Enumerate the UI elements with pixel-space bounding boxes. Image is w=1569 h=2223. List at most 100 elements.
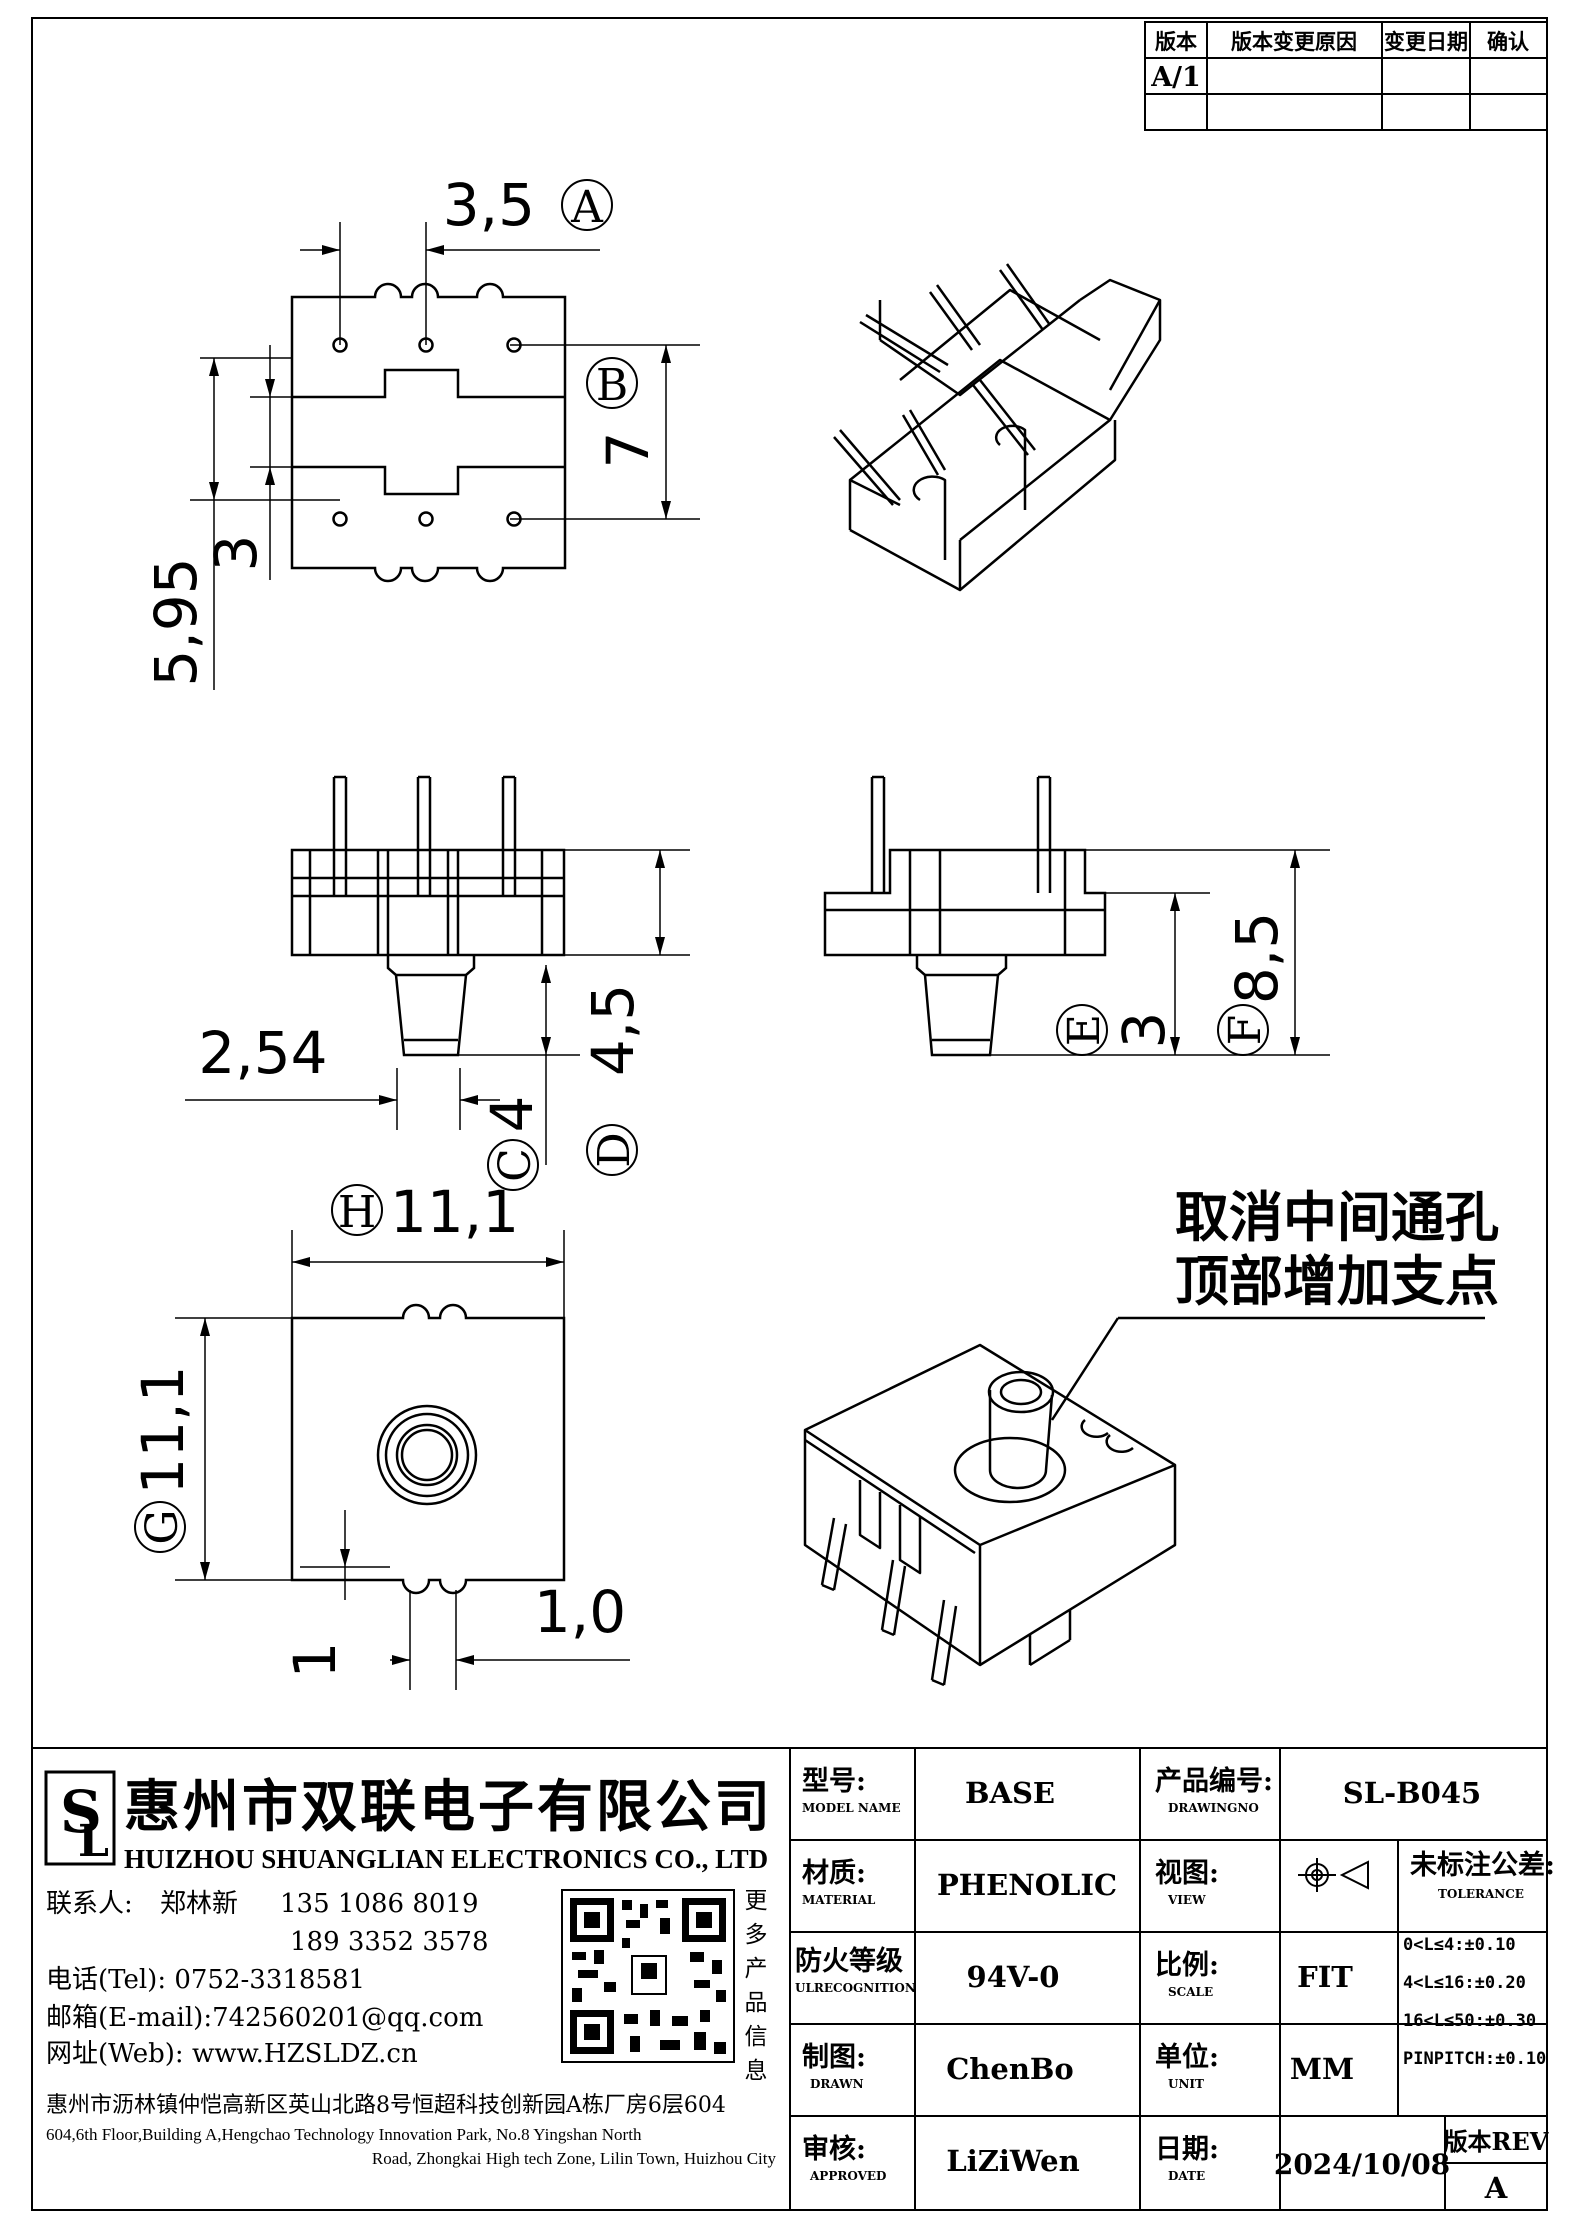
date-value: 2024/10/08	[1274, 2148, 1450, 2181]
dim-a-tag-circle	[561, 179, 613, 231]
tolerance-row-1: 0<L≤4:±0.10	[1403, 1935, 1516, 1955]
top-view	[290, 282, 567, 583]
dim-b-tag-circle	[586, 357, 638, 409]
model-label: 型号:	[802, 1766, 866, 1797]
contact-label: 联系人:	[46, 1889, 133, 1919]
dim-e-tag-circle	[1056, 1004, 1108, 1056]
dim-h-value: 11,1	[390, 1178, 519, 1246]
unit-label: 单位:	[1155, 2041, 1219, 2073]
contact-phone-1: 135 1086 8019	[280, 1889, 479, 1919]
fire-label: 防火等级	[795, 1945, 903, 1977]
dim-e-value: 3	[1110, 1012, 1178, 1049]
projection-symbol	[1298, 1858, 1369, 1892]
rev-header-confirm: 确认	[1487, 29, 1529, 54]
bottom-view	[290, 1303, 566, 1595]
more-info-char-4: 品	[745, 1990, 768, 2016]
dim-d-value: 4,5	[579, 984, 647, 1076]
rev-header-date: 变更日期	[1384, 29, 1468, 54]
material-value: PHENOLIC	[937, 1868, 1117, 1902]
dim-pin-pitch-value: 2,54	[198, 1019, 327, 1087]
tolerance-sub: TOLERANCE	[1438, 1887, 1524, 1901]
drawn-sub: DRAWN	[810, 2077, 864, 2091]
scale-value: FIT	[1297, 1960, 1353, 1994]
dim-g-value: 11,1	[129, 1365, 197, 1494]
dim-f-value: 8,5	[1223, 912, 1291, 1004]
dim-b-tag: B	[596, 360, 628, 411]
more-info-char-5: 信	[745, 2024, 768, 2050]
material-sub: MATERIAL	[802, 1893, 876, 1907]
rev-value: A	[1484, 2171, 1508, 2205]
dim-notch-w-value: 1,0	[534, 1578, 626, 1646]
dim-g-tag: G	[137, 1509, 188, 1544]
dim-g-tag-circle	[134, 1501, 186, 1553]
drawing-value: SL-B045	[1343, 1776, 1481, 1810]
dim-c-value: 4	[478, 1096, 546, 1133]
dim-f-tag-circle	[1217, 1004, 1269, 1056]
drawing-sub: DRAWINGNO	[1168, 1801, 1259, 1815]
contact-tel: 电话(Tel): 0752-3318581	[46, 1965, 365, 1995]
dim-a-value: 3,5	[443, 171, 535, 239]
bottom-view-arrows	[200, 1257, 564, 1665]
view-label: 视图:	[1155, 1858, 1219, 1889]
company-name-en: HUIZHOU SHUANGLIAN ELECTRONICS CO., LTD	[124, 1844, 768, 1874]
fire-value: 94V-0	[967, 1960, 1060, 1994]
tolerance-label: 未标注公差:	[1410, 1849, 1555, 1881]
material-label: 材质:	[802, 1858, 866, 1889]
model-sub: MODEL NAME	[802, 1801, 901, 1815]
more-info-char-3: 产	[745, 1956, 768, 1982]
side-view-dimensions	[990, 849, 1330, 1056]
isometric-top-view	[833, 263, 1162, 592]
dim-a-tag: A	[570, 182, 604, 233]
more-info-char-2: 多	[745, 1922, 768, 1948]
dim-c-tag-circle	[487, 1139, 539, 1191]
dim-b-value: 7	[594, 432, 662, 469]
address-en-2: Road, Zhongkai High tech Zone, Lilin Tow…	[372, 2149, 777, 2168]
revision-table	[1144, 21, 1548, 131]
dim-pitch-value: 5,95	[142, 557, 210, 686]
title-block-frame	[32, 1747, 1547, 2210]
svg-text:L: L	[78, 1816, 109, 1867]
model-value: BASE	[965, 1776, 1055, 1810]
note-line-2: 顶部增加支点	[1175, 1250, 1499, 1313]
rev-label: 版本REV	[1444, 2127, 1549, 2156]
date-sub: DATE	[1168, 2169, 1205, 2183]
tolerance-row-2: 4<L≤16:±0.20	[1403, 1973, 1526, 1993]
contact-name: 郑林新	[160, 1889, 238, 1919]
dim-f-tag: F	[1220, 1015, 1271, 1046]
approved-label: 审核:	[802, 2133, 866, 2165]
address-en-1: 604,6th Floor,Building A,Hengchao Techno…	[46, 2125, 642, 2144]
rev-header-version: 版本	[1155, 29, 1197, 54]
dim-e-tag: E	[1059, 1014, 1110, 1046]
dim-h-tag: H	[338, 1187, 376, 1238]
drawn-label: 制图:	[802, 2042, 866, 2073]
more-info-char-1: 更	[745, 1888, 768, 1914]
drawn-value: ChenBo	[946, 2052, 1074, 2086]
view-sub: VIEW	[1167, 1893, 1206, 1907]
unit-value: MM	[1290, 2052, 1354, 2086]
front-view-arrows	[379, 850, 665, 1105]
qr-code	[561, 1889, 735, 2063]
note-line-1: 取消中间通孔	[1175, 1186, 1499, 1249]
company-name-cn: 惠州市双联电子有限公司	[124, 1774, 773, 1840]
note-leader	[1050, 1316, 1485, 1421]
rev-row-version: A/1	[1150, 62, 1201, 93]
dim-slot-value: 3	[202, 535, 270, 572]
dim-d-tag-circle	[586, 1124, 638, 1176]
tolerance-row-4: PINPITCH:±0.10	[1403, 2049, 1546, 2069]
dim-notch-h-value: 1	[281, 1642, 349, 1679]
fire-sub: ULRECOGNITION	[795, 1981, 916, 1995]
front-view	[290, 775, 566, 1057]
scale-label: 比例:	[1155, 1950, 1219, 1981]
top-view-dimensions	[190, 222, 700, 690]
scale-sub: SCALE	[1168, 1985, 1213, 1999]
approved-value: LiZiWen	[946, 2144, 1079, 2178]
approved-sub: APPROVED	[809, 2169, 886, 2183]
contact-web: 网址(Web): www.HZSLDZ.cn	[46, 2039, 418, 2069]
top-view-arrows	[209, 245, 671, 519]
company-logo: S L	[44, 1770, 116, 1867]
dim-h-tag-circle	[331, 1184, 383, 1236]
dim-c-tag: C	[490, 1148, 541, 1182]
rev-header-reason: 版本变更原因	[1231, 29, 1357, 54]
svg-text:S: S	[60, 1778, 102, 1846]
